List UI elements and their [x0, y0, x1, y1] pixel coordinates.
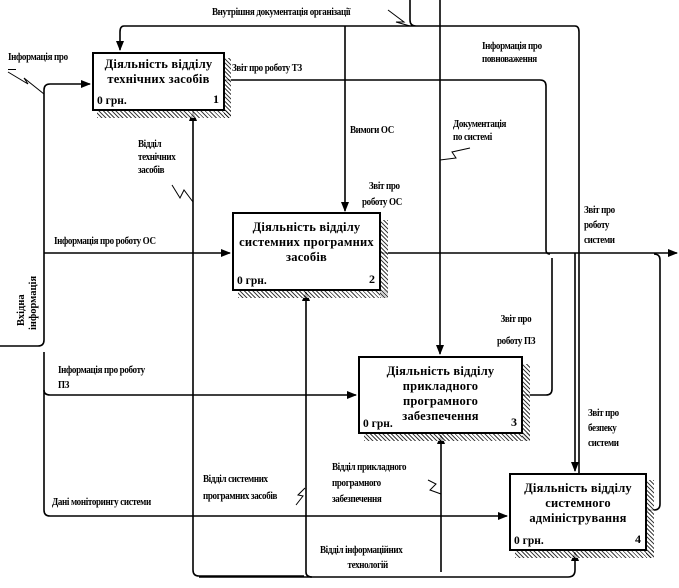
arrow-internal-docs — [116, 0, 417, 51]
squiggle-sys-soft — [295, 487, 306, 506]
label-report-os: Звіт про роботу ОС — [362, 179, 402, 211]
box-3-shadow-side — [522, 364, 530, 441]
label-report-security: Звіт про безпеку системи — [588, 406, 619, 451]
activity-box-2[interactable]: Діяльність відділу системних програмних … — [232, 212, 381, 291]
label-line: Звіт про — [368, 181, 400, 192]
arrow-info-pz — [43, 389, 357, 399]
label-line: Вхідна — [16, 294, 27, 326]
label-info-about: Інформація про — [8, 52, 68, 63]
box-4-shadow-side — [646, 480, 654, 558]
label-dept-tech: Відділ технічних засобів — [138, 138, 176, 177]
activity-cost: 0 грн. — [237, 275, 267, 287]
activity-box-1[interactable]: Діяльність відділу технічних засобів 0 г… — [92, 52, 225, 111]
arrow-box4-output — [646, 253, 661, 511]
activity-number: 1 — [213, 92, 219, 106]
activity-number: 2 — [369, 272, 375, 286]
label-line: Звіт про — [588, 408, 619, 419]
label-dept-it: Відділ інформаційних технологій — [320, 543, 403, 573]
activity-box-3[interactable]: Діяльність відділу прикладного програмно… — [358, 356, 523, 434]
title-line: Діяльність відділу — [252, 220, 361, 234]
arrow-info-about — [43, 80, 91, 120]
label-line: роботу — [584, 220, 610, 231]
activity-title: Діяльність відділу технічних засобів — [98, 57, 219, 87]
activity-cost: 0 грн. — [363, 418, 393, 430]
label-line: Відділ системних — [203, 474, 268, 485]
mech-sys-soft — [305, 292, 313, 578]
label-line: Інформація про роботу — [58, 365, 145, 376]
title-line: прикладного програмного — [402, 379, 479, 408]
squiggle-system-docs — [439, 147, 471, 161]
activity-title: Діяльність відділу системних програмних … — [238, 220, 375, 265]
activity-box-4[interactable]: Діяльність відділу системного адміністру… — [509, 473, 647, 551]
box-1-shadow — [97, 110, 231, 118]
label-os-requirements: Вимоги ОС — [350, 125, 394, 136]
bottom-bus — [199, 552, 576, 578]
label-report-tz: Звіт про роботу ТЗ — [232, 63, 302, 74]
title-line: Діяльність відділу — [386, 364, 495, 378]
label-line: інформація — [28, 275, 39, 330]
box-4-shadow — [515, 550, 654, 558]
label-input-info: Вхідна інформація — [16, 276, 40, 330]
title-line: Діяльність відділу — [524, 481, 632, 495]
box-2-shadow — [238, 290, 388, 298]
box-3-shadow — [364, 433, 530, 441]
label-line: Інформація про — [482, 41, 542, 52]
label-system-docs: Документація по системі — [453, 118, 506, 144]
label-line: програмних засобів — [203, 491, 278, 502]
arrow-report-pz — [522, 258, 553, 396]
title-line: Діяльність відділу — [104, 57, 213, 71]
title-line: системних програмних — [239, 235, 374, 249]
label-report-pz: Звіт про роботу ПЗ — [497, 309, 535, 353]
activity-title: Діяльність відділу прикладного програмно… — [364, 364, 517, 424]
label-line: роботу ОС — [362, 197, 402, 208]
label-report-system: Звіт про роботу системи — [584, 203, 615, 248]
activity-cost: 0 грн. — [97, 95, 127, 107]
label-line: ПЗ — [58, 380, 70, 391]
label-line: безпеку — [588, 423, 617, 434]
label-line: Відділ — [138, 139, 162, 150]
input-bus — [0, 120, 45, 347]
label-line: по системі — [453, 132, 492, 143]
label-info-pz: Інформація про роботу ПЗ — [58, 363, 145, 393]
label-line: Звіт про — [584, 205, 615, 216]
title-line: засобів — [286, 250, 327, 264]
squiggle-info-about — [7, 71, 45, 95]
label-dept-sys-soft: Відділ системних програмних засобів — [203, 471, 277, 505]
label-line: програмного — [332, 478, 381, 489]
title-line: технічних засобів — [107, 72, 210, 86]
label-info-about-underline — [8, 69, 16, 70]
label-line: забезпечення — [332, 494, 382, 505]
label-line: Відділ прикладного — [332, 462, 407, 473]
box-2-shadow-side — [380, 220, 388, 298]
label-monitoring: Дані моніторингу системи — [52, 497, 151, 508]
input-bus-lower — [43, 352, 508, 520]
box-1-shadow-side — [224, 58, 231, 118]
title-line: адміністрування — [529, 511, 627, 525]
label-line: роботу ПЗ — [497, 336, 536, 347]
activity-number: 4 — [635, 532, 641, 546]
activity-number: 3 — [511, 415, 517, 429]
label-info-powers: Інформація про повноваження — [482, 40, 542, 66]
activity-title: Діяльність відділу системного адміністру… — [515, 481, 641, 526]
label-line: Звіт про — [500, 314, 532, 325]
label-line: засобів — [138, 165, 165, 176]
mech-tech — [192, 112, 304, 577]
squiggle-internal-docs — [387, 9, 411, 27]
title-line: забезпечення — [402, 409, 479, 423]
label-line: технічних — [138, 152, 176, 163]
label-line: технологій — [347, 560, 389, 571]
label-line: системи — [588, 438, 619, 449]
label-line: повноваження — [482, 54, 537, 65]
label-internal-docs: Внутрішня документація організації — [212, 7, 351, 18]
label-dept-app-soft: Відділ прикладного програмного забезпече… — [332, 460, 407, 508]
activity-cost: 0 грн. — [514, 535, 544, 547]
label-line: системи — [584, 235, 615, 246]
title-line: системного — [545, 496, 611, 510]
squiggle-dept-tech — [171, 184, 194, 203]
label-line: Документація — [453, 119, 507, 130]
label-info-os: Інформація про роботу ОС — [54, 236, 156, 247]
label-line: Відділ інформаційних — [320, 545, 403, 556]
squiggle-app-soft — [427, 479, 442, 495]
